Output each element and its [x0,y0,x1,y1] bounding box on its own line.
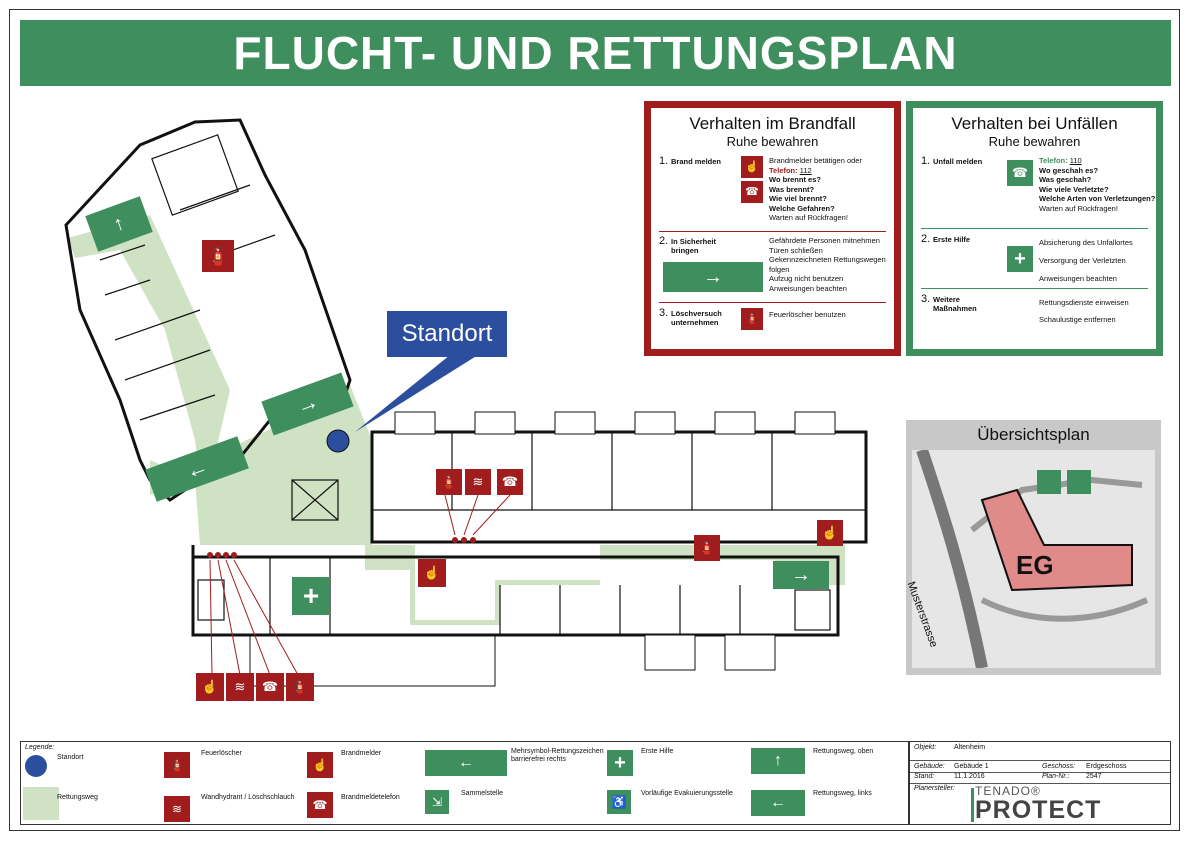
standort-callout: Standort [387,311,507,357]
accessible-exit-sign-icon: → [663,262,763,292]
fire-extinguisher-icon: 🧯 [286,673,314,701]
brand-accent-bar [971,788,974,822]
brandfall-title: Verhalten im Brandfall [689,114,856,133]
detector-dots [207,537,476,558]
unfall-step2: 2. Erste Hilfe + Absicherung des Unfallo… [921,233,1133,284]
overview-building-label: EG [1016,550,1054,580]
escape-route-legend-swatch [23,787,59,820]
fire-extinguisher-icon: 🧯 [164,752,190,778]
exit-sign-right: → [773,561,829,589]
brandfall-step1: 1. Brand melden ☝ ☎ Brandmelder betätige… [659,155,862,223]
exit-sign-left-icon: ← [751,790,805,816]
fire-extinguisher-icon: 🧯 [694,535,720,561]
unfall-panel: Verhalten bei Unfällen Ruhe bewahren 1. … [906,101,1163,356]
standort-legend-icon [25,755,47,777]
hydrant-icon: ≋ [226,673,254,701]
fire-extinguisher-icon: 🧯 [436,469,462,495]
fire-alarm-icon: ☝ [196,673,224,701]
first-aid-icon: + [607,750,633,776]
accessible-exit-sign-icon: ← [425,750,507,776]
brandfall-subtitle: Ruhe bewahren [726,134,819,149]
unfall-subtitle: Ruhe bewahren [988,134,1081,149]
fire-extinguisher-icon: 🧯 [202,240,234,272]
sign-leader-lines [209,494,511,676]
fire-alarm-icon: ☝ [741,156,763,178]
fire-phone-icon: ☎ [497,469,523,495]
unfall-step1: 1. Unfall melden ☎ Telefon: 110 Wo gesch… [921,155,1156,213]
standort-marker [326,429,350,453]
brandfall-panel: Verhalten im Brandfall Ruhe bewahren 1. … [644,101,901,356]
first-aid-icon: + [292,577,330,615]
fire-phone-icon: ☎ [256,673,284,701]
plan-info-block: Objekt: Altenheim Gebäude: Gebäude 1 Ges… [909,741,1171,825]
hydrant-icon: ≋ [465,469,491,495]
brand-logo: TENADO® PROTECT [975,784,1102,824]
fire-extinguisher-icon: 🧯 [741,308,763,330]
fire-alarm-icon: ☝ [817,520,843,546]
plan-title: FLUCHT- UND RETTUNGSPLAN [233,27,958,79]
phone-icon: ☎ [1007,160,1033,186]
evacuation-point-icon: ♿ [607,790,631,814]
fire-alarm-icon: ☝ [418,559,446,587]
fire-phone-icon: ☎ [307,792,333,818]
plan-frame [9,9,1180,831]
hydrant-icon: ≋ [164,796,190,822]
balconies [394,411,836,671]
brandfall-step2: 2. In Sicherheit bringen → Gefährdete Pe… [659,235,886,293]
unfall-title: Verhalten bei Unfällen [951,114,1118,133]
fire-phone-icon: ☎ [741,181,763,203]
callout-pointer [355,355,478,432]
title-bar: FLUCHT- UND RETTUNGSPLAN [20,20,1171,86]
overview-plan: Übersichtsplan EG Musterstrasse [905,420,1161,675]
assembly-point-icon: ⇲ [425,790,449,814]
escape-route-area [68,215,845,625]
overview-map [912,450,1155,668]
first-aid-icon: + [1007,246,1033,272]
legend-title: Legende: [25,744,55,751]
brandfall-step3: 3. Löschversuch unternehmen 🧯 Feuerlösch… [657,308,888,343]
unfall-step3: 3. Weitere Maßnahmen Rettungsdienste ein… [921,293,1129,325]
fire-alarm-icon: ☝ [307,752,333,778]
building-walls [64,118,868,637]
overview-title: Übersichtsplan [977,425,1090,444]
outer-line [249,635,496,687]
exit-sign-up-icon: ↑ [751,748,805,774]
legend: Legende: Standort Rettungsweg 🧯 Feuerlös… [20,741,909,825]
